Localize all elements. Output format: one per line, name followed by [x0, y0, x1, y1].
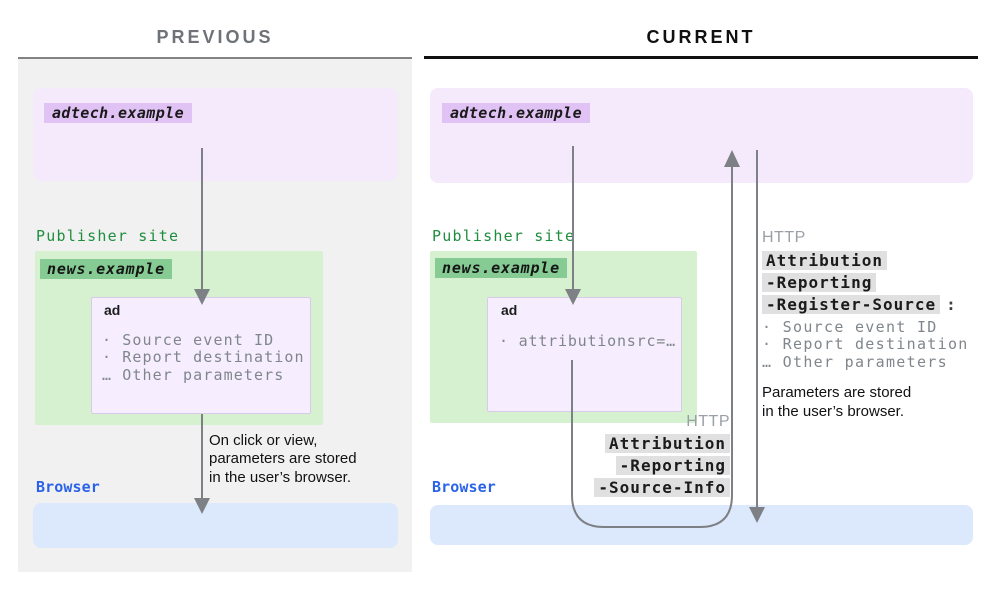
- current-ad-box: ad · attributionsrc=…: [487, 297, 682, 412]
- list-item: … Other parameters: [102, 365, 285, 384]
- register-source-parameters: · Source event ID · Report destination ……: [762, 318, 969, 371]
- header-line: -Reporting: [762, 273, 969, 292]
- current-ad-parameters: · attributionsrc=…: [499, 332, 676, 350]
- header-line: Attribution: [520, 434, 730, 453]
- previous-note: On click or view, parameters are stored …: [209, 432, 357, 487]
- previous-ad-title: ad: [104, 302, 121, 318]
- current-publisher-box: news.example ad · attributionsrc=…: [430, 251, 697, 423]
- previous-publisher-site-label: Publisher site: [36, 227, 180, 245]
- list-item: · attributionsrc=…: [499, 332, 676, 350]
- header-pill: -Reporting: [762, 273, 877, 292]
- http-protocol-label: HTTP: [686, 413, 730, 430]
- list-item: · Source event ID: [102, 331, 275, 349]
- current-adtech-label: adtech.example: [442, 103, 591, 123]
- header-pill: -Register-Source: [762, 295, 941, 314]
- source-info-header-block: HTTP Attribution -Reporting -Source-Info: [520, 413, 730, 500]
- previous-ad-box: ad · Source event ID · Report destinatio…: [91, 297, 311, 414]
- header-pill: -Source-Info: [594, 478, 730, 497]
- previous-adtech-box: adtech.example: [33, 88, 398, 181]
- list-item: · Report destination: [762, 335, 969, 354]
- note-line: Parameters are stored: [762, 383, 912, 401]
- previous-publisher-box: news.example ad · Source event ID · Repo…: [35, 251, 323, 425]
- list-item: · Source event ID: [762, 318, 938, 336]
- header-line: Attribution: [762, 251, 969, 270]
- header-line: -Register-Source:: [762, 295, 969, 314]
- previous-ad-parameters: · Source event ID · Report destination ……: [102, 331, 305, 384]
- note-line: On click or view,: [209, 432, 318, 449]
- previous-title-rule: [18, 57, 412, 59]
- register-source-header-block: HTTP Attribution -Reporting -Register-So…: [762, 229, 969, 421]
- list-item: … Other parameters: [762, 352, 948, 371]
- current-ad-title: ad: [501, 302, 518, 318]
- note-line: in the user’s browser.: [762, 402, 905, 420]
- current-title-rule: [424, 56, 978, 59]
- current-news-label: news.example: [435, 258, 567, 278]
- http-protocol-label: HTTP: [762, 229, 806, 246]
- header-pill: Attribution: [762, 251, 887, 270]
- header-colon: :: [946, 295, 956, 314]
- previous-adtech-label: adtech.example: [44, 103, 193, 123]
- current-adtech-box: adtech.example: [430, 88, 973, 183]
- note-line: parameters are stored: [209, 450, 357, 468]
- header-pill: Attribution: [605, 434, 730, 453]
- previous-news-label: news.example: [40, 259, 172, 279]
- list-item: · Report destination: [102, 348, 305, 367]
- header-line: -Reporting: [520, 456, 730, 475]
- current-publisher-site-label: Publisher site: [432, 227, 576, 245]
- previous-browser-label: Browser: [36, 478, 100, 496]
- note-line: in the user’s browser.: [209, 468, 352, 486]
- current-title: CURRENT: [646, 27, 756, 47]
- current-browser-box: [430, 505, 973, 545]
- current-browser-label: Browser: [432, 478, 496, 496]
- header-line: -Source-Info: [520, 478, 730, 497]
- current-note: Parameters are stored in the user’s brow…: [762, 383, 969, 421]
- previous-title: PREVIOUS: [156, 27, 274, 47]
- header-pill: -Reporting: [615, 456, 730, 475]
- previous-browser-box: [33, 503, 398, 548]
